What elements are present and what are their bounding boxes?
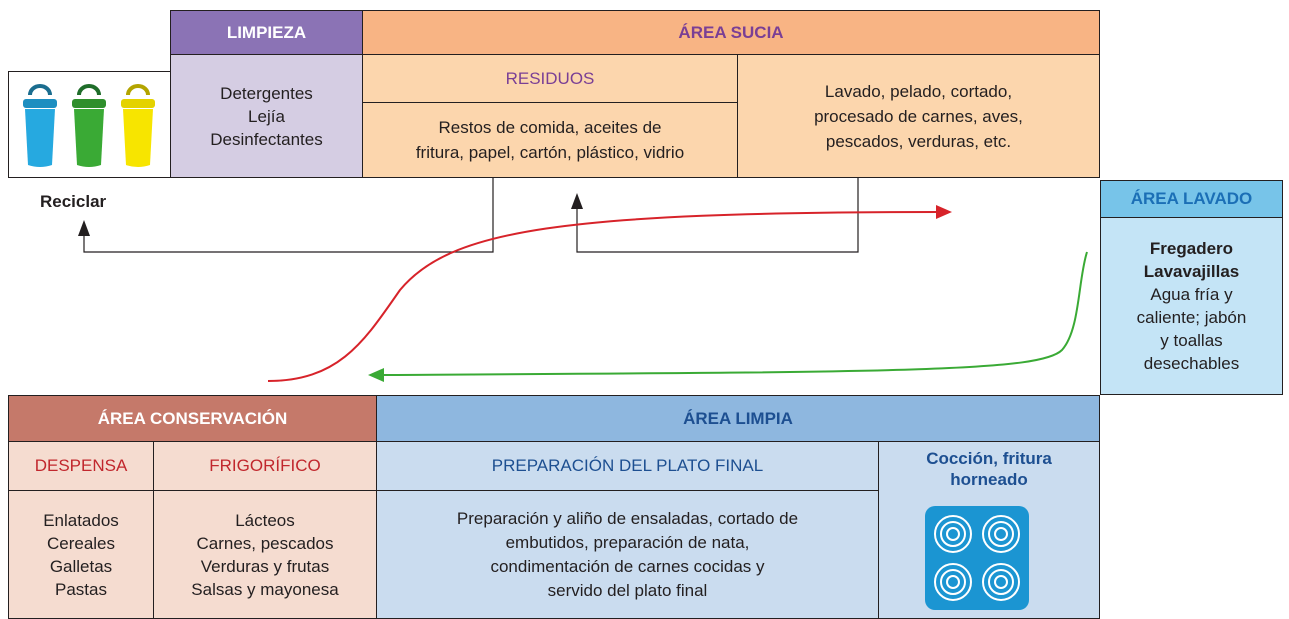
recycle-bin-icon	[121, 84, 155, 167]
reciclar-label: Reciclar	[40, 192, 107, 211]
despensa-items: Enlatados Cereales Galletas Pastas	[43, 510, 119, 599]
despensa-items-box: Enlatados Cereales Galletas Pastas	[8, 490, 154, 619]
area-lavado-items: Agua fría y caliente; jabón y toallas de…	[1136, 285, 1247, 373]
area-lavado-body: Fregadero Lavavajillas Agua fría y calie…	[1100, 217, 1283, 395]
area-limpia-title: ÁREA LIMPIA	[683, 408, 793, 428]
area-sucia-title: ÁREA SUCIA	[678, 22, 784, 42]
lavado-tasks-box: Lavado, pelado, cortado, procesado de ca…	[737, 54, 1100, 178]
lavado-tasks: Lavado, pelado, cortado, procesado de ca…	[814, 81, 1023, 151]
frigorifico-items-box: Lácteos Carnes, pescados Verduras y frut…	[153, 490, 377, 619]
cooktop-icon	[925, 506, 1029, 610]
coccion-label: Cocción, fritura horneado	[926, 449, 1052, 489]
recycle-bin-icon	[72, 84, 106, 167]
despensa-label: DESPENSA	[34, 456, 128, 475]
limpieza-items: Detergentes Lejía Desinfectantes	[210, 83, 323, 149]
arrow-icon	[78, 178, 494, 253]
limpieza-items-box: Detergentes Lejía Desinfectantes	[170, 54, 363, 178]
despensa-label-box: DESPENSA	[8, 441, 154, 491]
arrow-icon	[368, 251, 1088, 382]
area-lavado-header: ÁREA LAVADO	[1100, 180, 1283, 218]
residuos-label-box: RESIDUOS	[362, 54, 738, 103]
frigorifico-items: Lácteos Carnes, pescados Verduras y frut…	[191, 510, 339, 599]
recycle-bins-graphic	[23, 84, 155, 167]
area-conservacion-header: ÁREA CONSERVACIÓN	[8, 395, 377, 442]
residuos-items-box: Restos de comida, aceites de fritura, pa…	[362, 102, 738, 178]
area-limpia-header: ÁREA LIMPIA	[376, 395, 1100, 442]
frigorifico-label: FRIGORÍFICO	[209, 456, 321, 475]
limpieza-header: LIMPIEZA	[170, 10, 363, 55]
arrow-icon	[571, 178, 859, 253]
area-lavado-title: ÁREA LAVADO	[1130, 189, 1253, 208]
recycle-bins-box	[8, 71, 171, 178]
preparacion-label-box: PREPARACIÓN DEL PLATO FINAL	[376, 441, 879, 491]
preparacion-items: Preparación y aliño de ensaladas, cortad…	[456, 508, 799, 600]
limpieza-title: LIMPIEZA	[226, 22, 307, 42]
residuos-label: RESIDUOS	[505, 68, 595, 88]
area-lavado-equipment: Fregadero Lavavajillas	[1143, 239, 1240, 281]
area-conservacion-title: ÁREA CONSERVACIÓN	[97, 408, 288, 428]
preparacion-items-box: Preparación y aliño de ensaladas, cortad…	[376, 490, 879, 619]
preparacion-label: PREPARACIÓN DEL PLATO FINAL	[491, 456, 764, 475]
coccion-box: Cocción, fritura horneado	[878, 441, 1100, 619]
recycle-bin-icon	[23, 84, 57, 167]
arrow-icon	[267, 205, 952, 382]
residuos-items: Restos de comida, aceites de fritura, pa…	[415, 118, 685, 162]
area-sucia-header: ÁREA SUCIA	[362, 10, 1100, 55]
frigorifico-label-box: FRIGORÍFICO	[153, 441, 377, 491]
